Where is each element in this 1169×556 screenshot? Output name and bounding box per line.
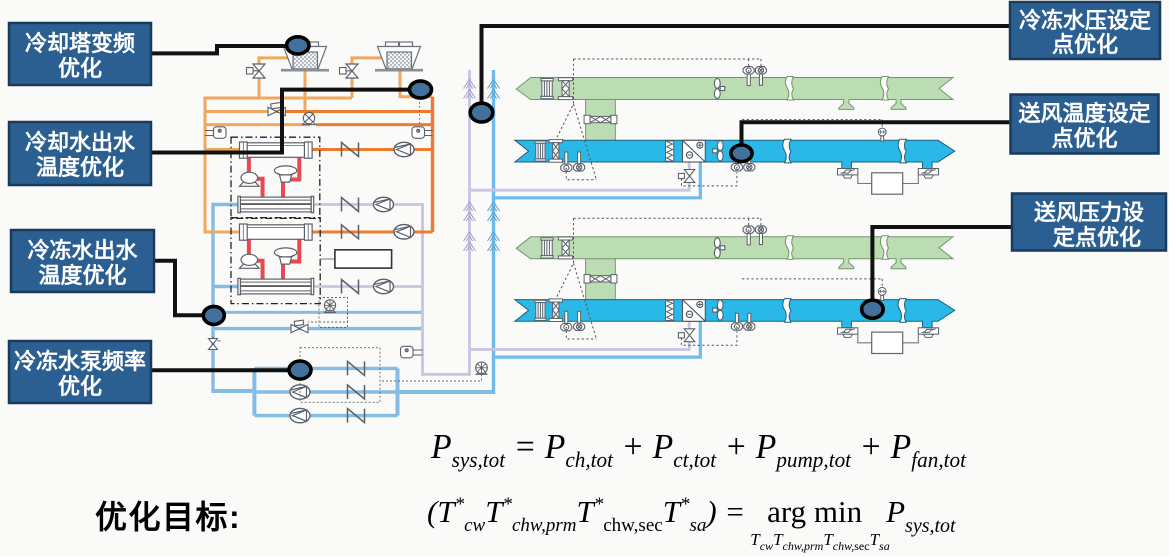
svg-text:优化目标:: 优化目标: [95,499,241,535]
svg-text:冷冻水泵频率: 冷冻水泵频率 [14,349,146,374]
svg-text:温度优化: 温度优化 [36,155,124,180]
svg-text:定点优化: 定点优化 [1053,225,1141,250]
svg-text:冷却塔变频: 冷却塔变频 [25,31,135,56]
svg-text:优化: 优化 [58,374,102,399]
svg-text:点优化: 点优化 [1052,32,1118,57]
svg-text:冷却水出水: 冷却水出水 [25,130,136,155]
svg-text:优化: 优化 [58,56,102,81]
svg-text:冷冻水出水: 冷冻水出水 [27,238,138,263]
svg-text:点优化: 点优化 [1051,126,1117,151]
svg-text:送风温度设定: 送风温度设定 [1018,101,1150,126]
svg-text:Psys,tot = Pch,tot + Pct,tot +: Psys,tot = Pch,tot + Pct,tot + Ppump,tot… [430,427,967,472]
svg-text:送风压力设: 送风压力设 [1034,200,1144,225]
svg-text:温度优化: 温度优化 [38,263,126,288]
svg-text:冷冻水压设定: 冷冻水压设定 [1019,8,1151,33]
